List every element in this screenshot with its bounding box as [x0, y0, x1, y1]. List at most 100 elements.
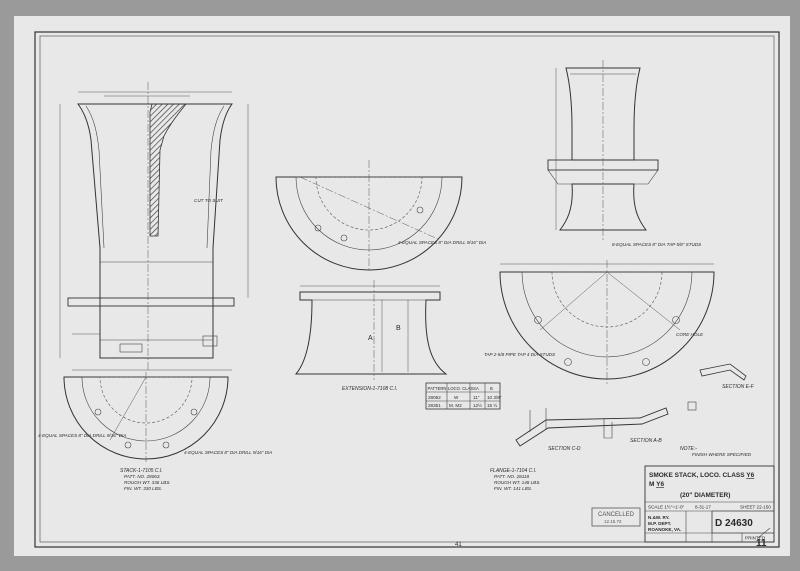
flange-plan	[499, 260, 715, 385]
extension-plan-outline	[275, 176, 463, 271]
department: M.P. DEPT.	[648, 521, 671, 526]
stack-flange	[67, 297, 235, 307]
bolt-hole	[124, 441, 132, 449]
stack-inner-left	[85, 105, 105, 249]
table-cell: 15 ½	[487, 402, 497, 408]
holes-extension-note: 4-EQUAL SPACES 8" DIA DRILL 9/16" DIA	[398, 240, 486, 245]
stack-slot	[119, 343, 143, 353]
scale-label: SCALE 1½"=1'-0"	[648, 504, 685, 510]
table-cell: 11"	[473, 395, 480, 400]
stack-pattern-number: PATT. NO. 28063.	[124, 474, 161, 479]
table-cell: 12½	[473, 402, 482, 408]
title-block	[644, 465, 775, 543]
extension-plan	[275, 160, 463, 272]
flange-finish-weight: FIN. WT. 141 LBS.	[494, 486, 532, 491]
stack-plan-bore	[99, 376, 193, 424]
dim-b-label: B	[396, 325, 401, 332]
flange-lower-bell	[559, 183, 647, 231]
bottom-mark: 41	[455, 542, 462, 548]
extension-section-outline	[294, 291, 448, 375]
section-ef-label: SECTION E-F	[722, 384, 755, 390]
table-header: PATTERN	[428, 386, 447, 391]
table-cell: 28351	[428, 403, 441, 408]
bolt-hole	[416, 206, 424, 214]
extension-label: EXTENSION-1-7108 C.I.	[342, 386, 397, 392]
flange-rough-weight: ROUGH WT. 148 LBS.	[494, 480, 541, 485]
stack-plan-inner	[81, 376, 211, 442]
sheet-number: 11	[756, 538, 767, 549]
date-drawn: 8-31-17	[695, 505, 711, 510]
stack-plan	[63, 372, 229, 462]
location: ROANOKE, VA.	[648, 527, 681, 532]
section-ab-profile	[603, 418, 613, 439]
cancelled-stamp: CANCELLED	[598, 512, 635, 518]
table-header: LOCO. CLASS	[448, 386, 476, 391]
holes-flange-note: 8-EQUAL SPACES 8" DIA TAP 5/8" STUDS	[612, 242, 702, 247]
title-block-frame	[644, 465, 775, 543]
finish-note: FINISH WHERE SPECIFIED	[692, 452, 752, 457]
note-heading: NOTE:-	[680, 446, 697, 452]
cancelled-stamp-frame	[591, 507, 641, 527]
bolt-hole	[340, 234, 348, 242]
sheet-label: SHEET 22-150	[740, 505, 771, 510]
section-ef-profile	[699, 363, 747, 381]
extension-plan-inner	[295, 176, 443, 251]
bolt-hole	[564, 358, 572, 366]
flange-pattern-number: PATT. NO. 28118	[494, 474, 530, 479]
stack-section-hatch	[149, 103, 187, 237]
flange-plan-bore	[551, 271, 663, 328]
cancelled-date: 12.15.72	[604, 519, 622, 524]
table-frame	[425, 382, 501, 410]
extension-section	[294, 280, 448, 380]
title-line-2: M Y6	[649, 481, 664, 488]
flange-plan-outline	[499, 271, 715, 380]
stack-finish-weight: FIN. WT. 330 LBS.	[124, 486, 162, 491]
bolt-hole	[94, 408, 102, 416]
outer-border	[34, 31, 780, 548]
stack-outline	[77, 103, 233, 359]
detail-box	[687, 401, 697, 411]
table-header: A	[476, 386, 479, 391]
bolt-hole	[672, 316, 680, 324]
dim-a-label: A	[368, 335, 373, 342]
section-views	[515, 363, 747, 447]
stack-inner-right	[206, 105, 225, 249]
table-header: B	[490, 386, 493, 391]
flange-plan-inner	[521, 271, 693, 358]
flange-radius	[606, 271, 681, 331]
core-hole-note: CORE HOLE	[676, 332, 704, 337]
extension-diagonal	[299, 176, 441, 241]
table-cell: W	[454, 395, 459, 400]
stack-elevation	[59, 82, 249, 372]
stack-lug	[202, 335, 218, 347]
bolt-hole	[642, 358, 650, 366]
stack-plan-outline	[63, 376, 229, 460]
holes-left-note: 4-EQUAL SPACES 8" DIA DRILL 9/16" DIA	[38, 433, 126, 438]
table-cell: M. M2	[449, 403, 462, 408]
print-label: PRINTED	[745, 536, 766, 541]
flange-radius	[539, 271, 608, 331]
flange-label: FLANGE-1-7104 C.I.	[490, 468, 536, 474]
bolt-hole	[190, 408, 198, 416]
title-line-1: SMOKE STACK, LOCO. CLASS Y6	[649, 472, 755, 479]
title-subtitle: (20" DIAMETER)	[680, 492, 730, 499]
section-cd-profile	[515, 407, 669, 447]
pattern-table	[425, 382, 501, 410]
stack-pattern-label: STACK-1-7105 C.I.	[120, 468, 163, 474]
inner-border	[39, 35, 775, 543]
bolt-hole	[162, 441, 170, 449]
drawing-number: D 24630	[715, 518, 753, 529]
bolt-hole	[314, 224, 322, 232]
holes-right-note: 4-EQUAL SPACES 8" DIA DRILL 9/16" DIA	[184, 450, 272, 455]
plan-radius	[109, 376, 147, 441]
cut-to-suit-note: CUT TO SUIT	[194, 198, 224, 203]
railway-name: N.&W. RY.	[648, 515, 670, 520]
extension-plan-bore	[315, 176, 423, 231]
section-ab-label: SECTION A-B	[630, 438, 662, 444]
section-cd-label: SECTION C-D	[548, 446, 581, 452]
stack-rough-weight: ROUGH WT. 336 LBS.	[124, 480, 171, 485]
table-cell: 28062	[428, 395, 441, 400]
table-cell: 10 3/8"	[487, 395, 502, 400]
